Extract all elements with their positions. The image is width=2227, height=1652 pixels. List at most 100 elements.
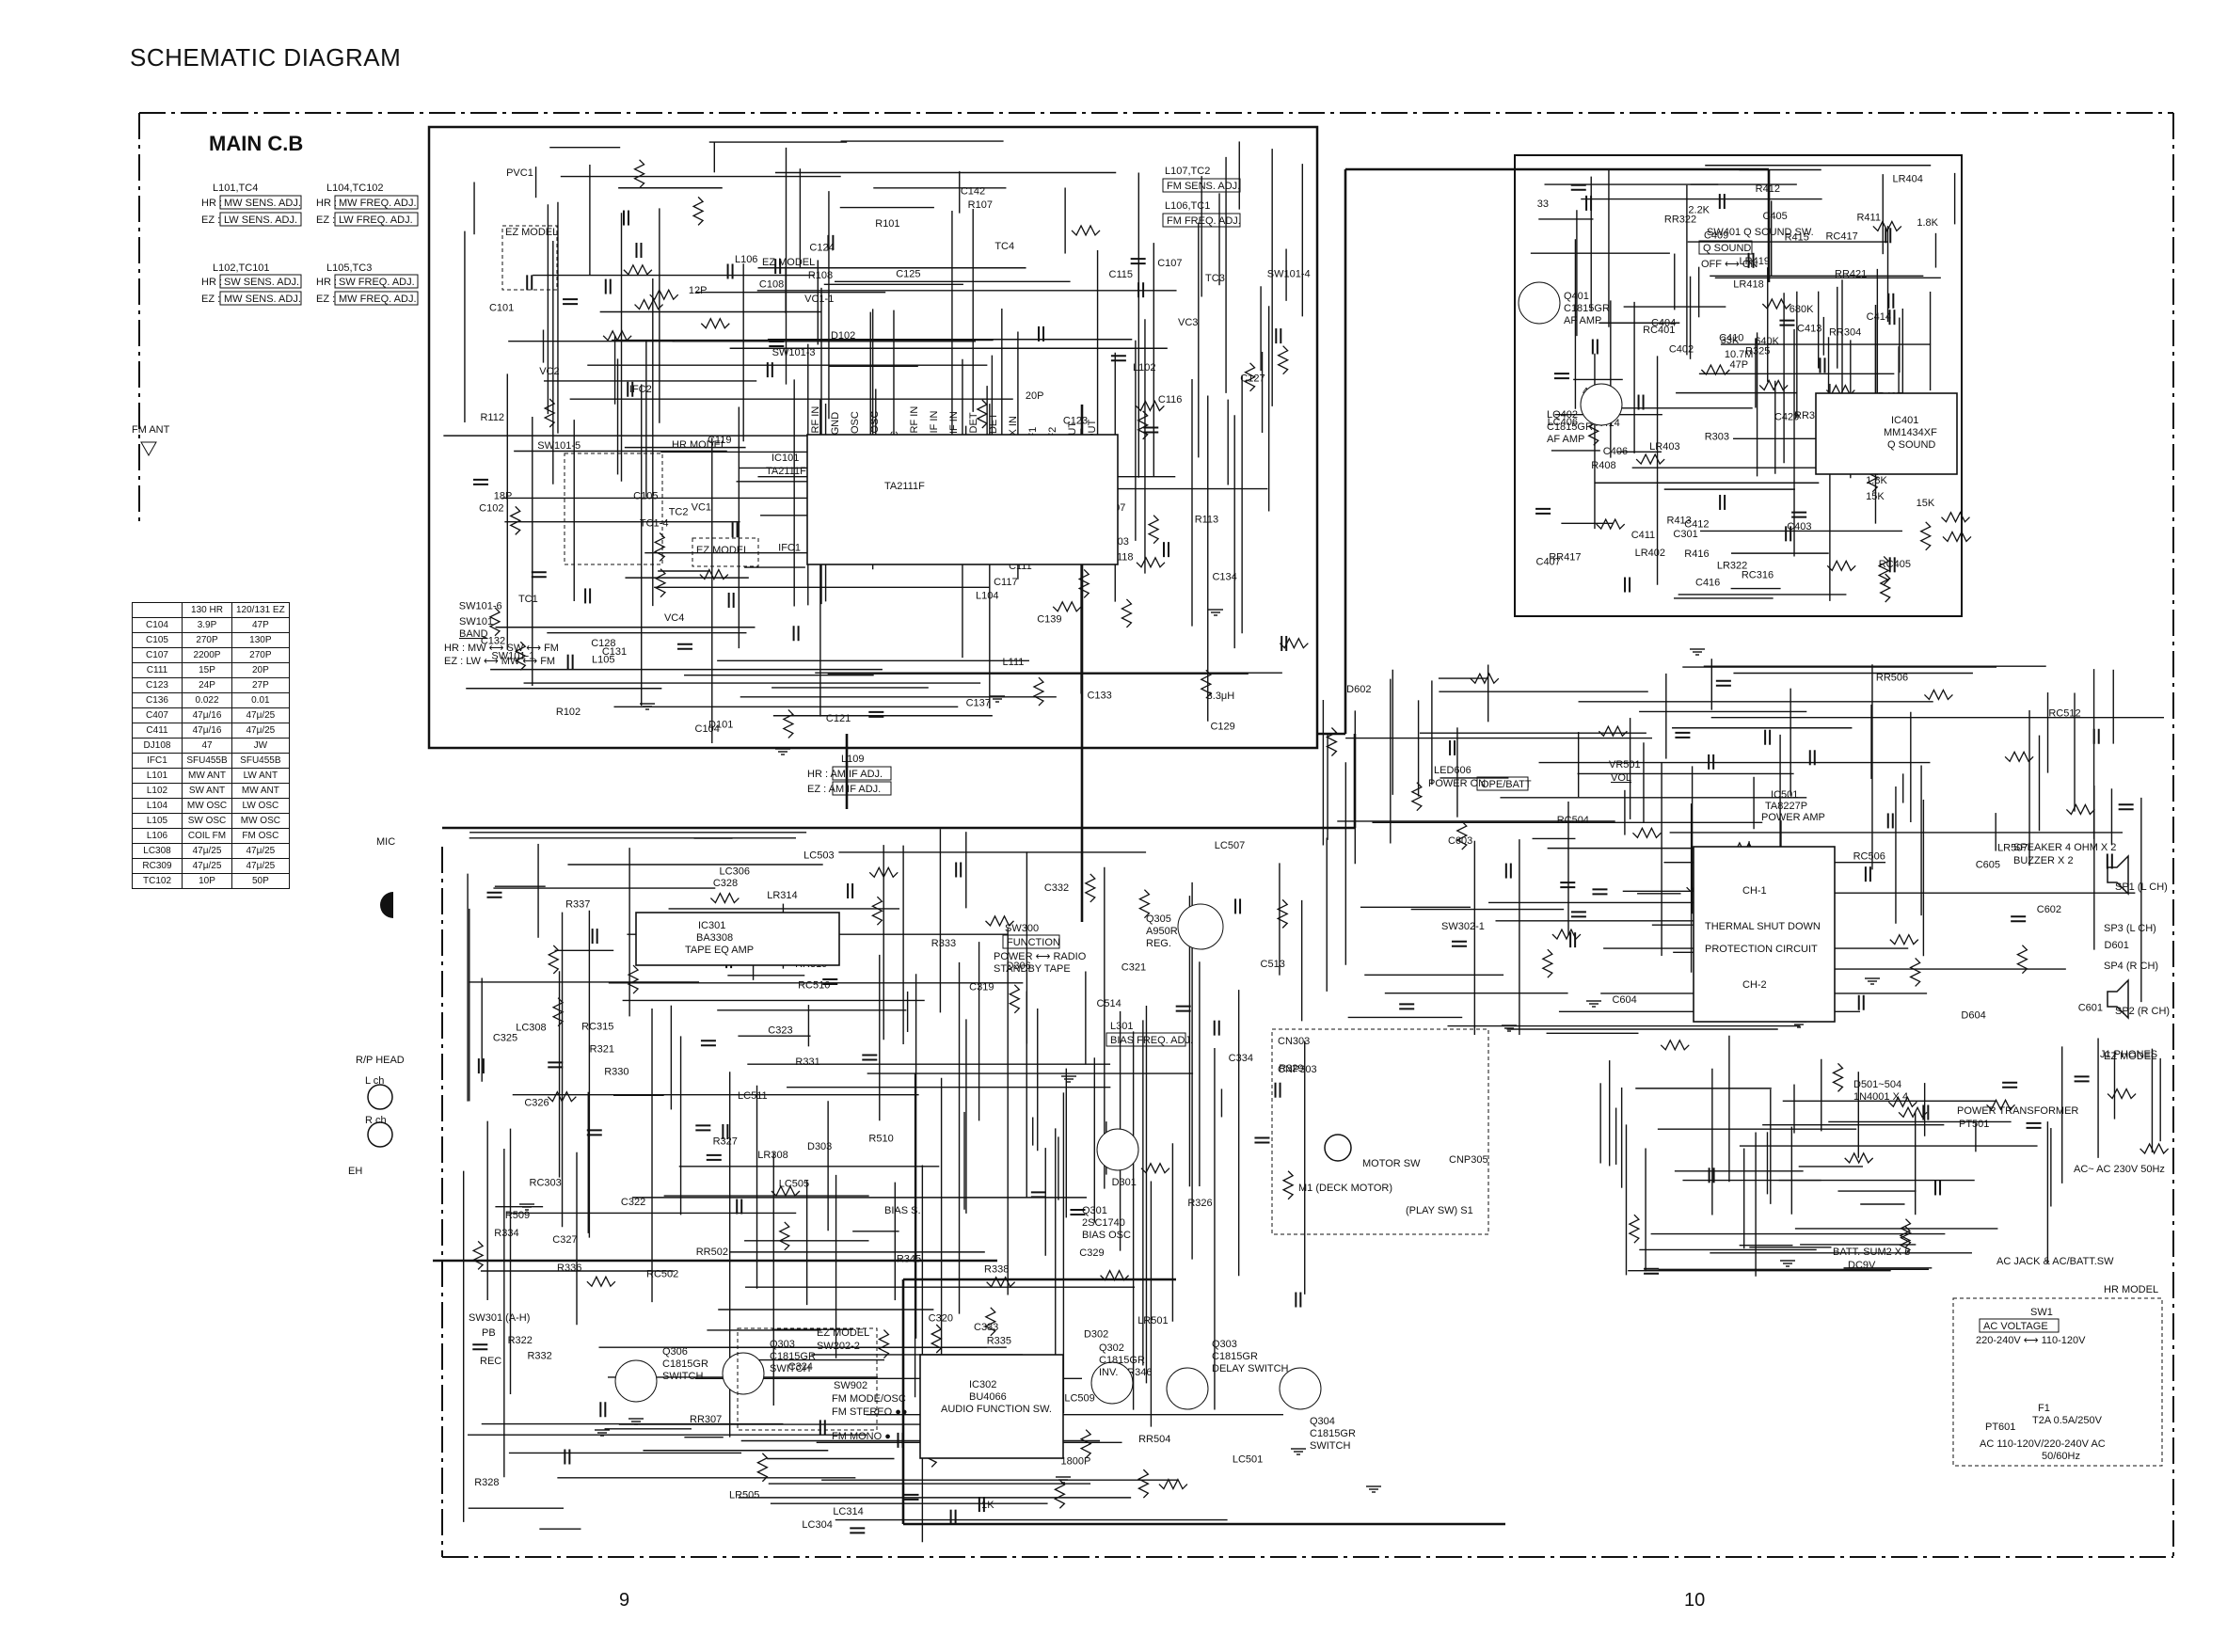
band-switch-label: SW101 BAND HR : MW ⟷ SW ⟷ FM EZ : LW ⟷ M… [444,616,559,667]
component-ref: LR507 [1997,842,2028,853]
svg-text:FM SENS. ADJ.: FM SENS. ADJ. [1167,181,1240,192]
component-ref: C324 [788,1361,813,1373]
component-ref: 20P [1026,390,1044,402]
svg-text:Q306: Q306 [662,1346,688,1358]
svg-text:AUDIO FUNCTION SW.: AUDIO FUNCTION SW. [941,1404,1052,1415]
svg-text:C1815GR: C1815GR [1310,1428,1356,1439]
svg-text:AC VOLTAGE: AC VOLTAGE [1983,1321,2048,1332]
component-ref: R413 [1667,515,1692,526]
component-ref: C116 [1158,394,1182,405]
component-ref: 47P [1729,359,1748,371]
transistor-q302: Q302 C1815GR INV. [1090,1342,1145,1405]
svg-text:Q302: Q302 [1099,1342,1124,1354]
svg-text:SP4 (R CH): SP4 (R CH) [2104,961,2158,972]
component-ref: C133 [1087,691,1111,702]
table-cell: COIL FM [182,828,232,844]
board-name: MAIN C.B [209,132,303,155]
component-ref: C131 [602,646,627,658]
table-cell: C411 [132,723,183,739]
component-ref: LR402 [1635,548,1665,559]
svg-text:SW902: SW902 [834,1380,867,1391]
svg-text:BA3308: BA3308 [696,932,733,944]
component-ref: LC304 [802,1519,832,1531]
table-cell: MW OSC [182,798,232,814]
svg-text:CH-1: CH-1 [1742,885,1767,897]
component-ref: 1.8K [1917,217,1938,229]
ic501: IC501 TA8227P POWER AMP CH-1 CH-2 THERMA… [1693,789,1836,1023]
svg-text:HR :: HR : [201,198,222,209]
component-ref: PVC1 [506,167,533,179]
svg-text:HR MODEL: HR MODEL [2104,1284,2158,1295]
svg-text:SW401 Q SOUND SW.: SW401 Q SOUND SW. [1707,227,1814,238]
component-ref: R416 [1684,548,1709,560]
fm-antenna: FM ANT [132,424,170,457]
component-ref: C333 [974,1322,998,1333]
svg-text:SW300: SW300 [1005,923,1039,934]
component-ref: R322 [508,1335,533,1346]
transistor-q303a: Q303 C1815GR SWITCH [722,1339,816,1395]
component-ref: C602 [2037,904,2061,915]
svg-text:SW302-1: SW302-1 [1441,921,1485,932]
transistor-lq402: LQ402 C1815GR AF AMP [1547,383,1623,445]
table-cell: SFU455B [231,753,290,769]
component-ref: 640K [1755,336,1779,347]
component-ref: LR501 [1137,1315,1168,1326]
transistor-q303b: Q303 C1815GR DELAY SWITCH [1166,1339,1289,1410]
component-ref: RC315 [581,1022,613,1033]
component-ref: RR502 [696,1247,728,1258]
component-ref: C420 [1774,412,1799,423]
component-ref: SW101-1 [491,650,534,661]
svg-text:MOTOR SW: MOTOR SW [1362,1158,1421,1169]
svg-text:EZ MODEL: EZ MODEL [696,545,749,556]
component-ref: C411 [1631,530,1655,541]
component-ref: RR322 [1664,214,1696,226]
component-ref: L104 [976,591,998,602]
table-cell: L104 [132,798,183,814]
transistor-q301: Q301 2SC1740 BIAS OSC [1082,1128,1139,1241]
svg-text:L301: L301 [1110,1021,1133,1032]
component-ref: LC503 [803,850,834,861]
component-ref: C125 [896,268,920,279]
svg-text:Q SOUND: Q SOUND [1703,243,1751,254]
svg-text:1N4001 X 4: 1N4001 X 4 [1853,1091,1908,1103]
component-ref: C123 [1063,415,1088,426]
component-ref: C601 [2078,1002,2103,1013]
component-ref: L102 [1133,362,1155,373]
svg-text:BIAS OSC: BIAS OSC [1082,1230,1131,1241]
svg-text:L105,TC3: L105,TC3 [326,262,372,274]
component-ref: LC314 [833,1506,863,1517]
svg-text:PROTECTION CIRCUIT: PROTECTION CIRCUIT [1705,944,1818,955]
component-ref: R338 [984,1263,1009,1275]
table-cell: L106 [132,828,183,844]
component-ref: D302 [1084,1328,1108,1340]
svg-text:EZ :: EZ : [201,294,220,305]
table-cell: SW OSC [182,813,232,829]
svg-text:L102,TC101: L102,TC101 [213,262,270,274]
component-ref: R108 [808,270,833,281]
component-ref: LC308 [516,1022,546,1033]
component-ref: LR418 [1733,279,1763,291]
table-cell: TC102 [132,873,183,889]
svg-text:C1815GR: C1815GR [1212,1351,1258,1362]
component-ref: C405 [1763,211,1788,222]
component-ref: C322 [621,1197,645,1208]
svg-text:EZ MODEL: EZ MODEL [505,227,558,238]
component-ref: VC2 [539,366,559,377]
svg-text:EH: EH [348,1166,362,1177]
table-cell: L105 [132,813,183,829]
component-ref: R346 [1127,1367,1152,1378]
component-ref: C132 [481,636,505,647]
component-ref: R101 [875,218,899,230]
component-ref: R411 [1856,212,1880,223]
component-ref: C406 [1603,446,1628,457]
component-ref: RC506 [1853,851,1885,863]
svg-text:TA8227P: TA8227P [1765,801,1807,812]
svg-text:IC301: IC301 [698,920,725,931]
svg-text:POWER ON: POWER ON [1428,778,1486,789]
svg-text:BATT. SUM2 X 6: BATT. SUM2 X 6 [1833,1247,1910,1258]
svg-text:A950R: A950R [1146,926,1178,937]
svg-text:DELAY SWITCH: DELAY SWITCH [1212,1363,1289,1374]
table-cell: LC308 [132,843,183,859]
